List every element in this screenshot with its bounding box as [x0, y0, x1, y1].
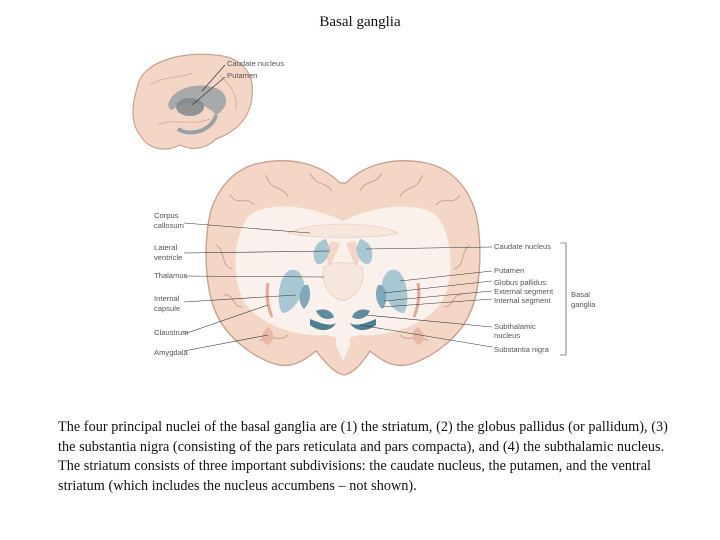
coronal-section [205, 160, 481, 376]
label-internal-1: Internal [154, 294, 180, 303]
left-subthalamic-shape [316, 309, 334, 319]
label-claustrum: Claustrum [154, 328, 189, 337]
inset-gyri [149, 72, 237, 126]
label-amygdala: Amygdala [154, 348, 189, 357]
inset-putamen-leader [191, 76, 226, 106]
thalamus-shape [322, 262, 364, 302]
right-putamen-shape [382, 269, 408, 313]
label-internal-2: capsule [154, 304, 180, 313]
label-subthalamic-2: nucleus [494, 331, 520, 340]
left-ventricle [326, 241, 340, 267]
basal-ganglia-bracket [560, 242, 567, 356]
left-caudate-shape [313, 239, 330, 265]
label-thalamus: Thalamus [154, 271, 188, 280]
inset-putamen-shape [176, 98, 204, 116]
right-ventricle [346, 241, 360, 267]
label-internal-segment: Internal segment [494, 296, 551, 305]
left-leaders [183, 222, 331, 352]
inset-caudate-leader [201, 64, 226, 92]
label-basal-1: Basal [571, 290, 590, 299]
left-claustrum-shape [265, 282, 274, 318]
left-nigra-shape [310, 319, 336, 331]
right-globus-shape [375, 285, 387, 309]
right-caudate-shape [356, 239, 373, 265]
label-corpus-1: Corpus [154, 211, 179, 220]
corpus-callosum-shape [287, 223, 399, 238]
inset-putamen-label: Putamen [227, 71, 257, 80]
figure-title: Basal ganglia [319, 14, 401, 30]
label-subthalamic-1: Subthalamic [494, 322, 536, 331]
left-putamen-shape [278, 269, 304, 313]
inset-lateral-brain: Caudate nucleus Putamen [132, 53, 284, 150]
right-nigra-shape [350, 319, 376, 331]
basal-ganglia-figure: Caudate nucleus Putamen [120, 45, 600, 380]
left-globus-shape [299, 285, 311, 309]
label-corpus-2: callosum [154, 221, 184, 230]
inset-caudate-label: Caudate nucleus [227, 59, 284, 68]
label-putamen: Putamen [494, 266, 524, 275]
right-subthalamic-shape [352, 309, 370, 319]
brain-diagram-svg: Caudate nucleus Putamen [132, 53, 596, 376]
right-claustrum-shape [412, 282, 421, 318]
inset-caudate-tail [176, 114, 218, 135]
cortex-folds [215, 172, 471, 342]
figure-caption: The four principal nuclei of the basal g… [58, 419, 668, 494]
left-amygdala-shape [262, 327, 274, 345]
right-amygdala-shape [412, 327, 424, 345]
label-globus: Globus pallidus: [494, 278, 548, 287]
label-caudate: Caudate nucleus [494, 242, 551, 251]
label-lateral-1: Lateral [154, 243, 178, 252]
label-basal-2: ganglia [571, 300, 596, 309]
label-lateral-2: ventricle [154, 253, 182, 262]
midline-stem [336, 301, 350, 361]
label-external: External segment [494, 287, 554, 296]
right-leaders [359, 246, 493, 348]
label-nigra: Substantia nigra [494, 345, 550, 354]
